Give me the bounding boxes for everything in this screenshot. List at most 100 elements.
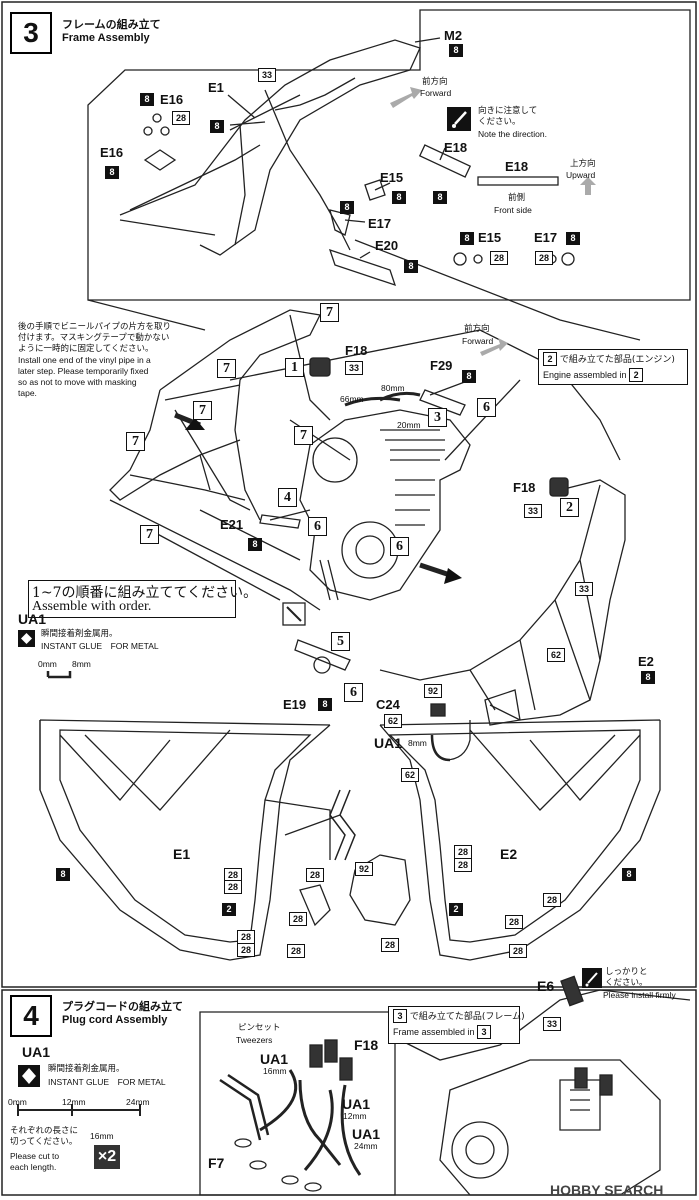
label-e2-side: E2 <box>500 846 518 862</box>
order-number: 6 <box>390 537 409 556</box>
frame-callout-en: Frame assembled in 3 <box>393 1025 492 1039</box>
order-number: 1 <box>285 358 304 377</box>
vinyl-note-jp: 後の手順でビニールパイプの片方を取り 付けます。マスキングテープで動かない よう… <box>18 322 213 355</box>
count-badge: 28 <box>237 943 255 957</box>
engine-callout-en-text: Engine assembled in <box>543 370 627 380</box>
cut-note-en-line: each length. <box>10 1162 57 1172</box>
label-e21: E21 <box>220 517 244 532</box>
scale-16mm: 16mm <box>90 1131 114 1141</box>
label-e6: E6 <box>537 978 555 994</box>
install-en: Please install firmly <box>603 990 676 1000</box>
count-badge: 8 <box>404 260 418 273</box>
engine-callout-jp: 2 で組み立てた部品(エンジン) <box>543 352 675 366</box>
count-badge: 8 <box>248 538 262 551</box>
label-f18: F18 <box>345 343 368 358</box>
glue-en-step4: INSTANT GLUE FOR METAL <box>48 1077 166 1087</box>
ua1-24-len: 24mm <box>354 1141 378 1151</box>
ua1-24-code: UA1 <box>352 1126 381 1142</box>
vinyl-note-en-line: Install one end of the vinyl pipe in a <box>18 355 151 365</box>
vinyl-note-en-line: later step. Please temporarily fixed <box>18 366 149 376</box>
scale-24mm: 24mm <box>126 1097 150 1107</box>
ua1-12-len: 12mm <box>343 1111 367 1121</box>
order-number: 5 <box>331 632 350 651</box>
vinyl-note-en-line: tape. <box>18 388 37 398</box>
order-text-jp: 1~7の順番に組み立ててください。 <box>32 585 258 601</box>
ua1-16-code: UA1 <box>260 1051 289 1067</box>
scale-0mm: 0mm <box>8 1097 27 1107</box>
label-e2: E2 <box>638 654 654 669</box>
label-f29: F29 <box>430 358 453 373</box>
count-badge: 8 <box>462 370 476 383</box>
label-f7: F7 <box>208 1155 225 1171</box>
glue-jp-step4: 瞬間接着剤金属用。 <box>48 1064 125 1074</box>
label-e15: E15 <box>380 170 404 185</box>
label-e17: E17 <box>368 216 392 231</box>
count-badge: 8 <box>392 191 406 204</box>
tweezers-jp: ピンセット <box>238 1023 281 1033</box>
glue-jp: 瞬間接着剤金属用。 <box>41 629 118 639</box>
frame-callout-en-text: Frame assembled in <box>393 1027 475 1037</box>
vinyl-note-jp-line: 後の手順でビニールパイプの片方を取り <box>18 322 172 332</box>
cut-note-en: Please cut to each length. <box>10 1151 59 1173</box>
frame-step-box: 3 <box>477 1025 492 1039</box>
count-badge: 8 <box>622 868 636 881</box>
tweezers-en: Tweezers <box>236 1035 273 1045</box>
forward-jp: 前方向 <box>422 77 448 87</box>
vinyl-note-en: Install one end of the vinyl pipe in a l… <box>18 355 213 399</box>
label-e18: E18 <box>444 140 468 155</box>
count-badge: 8 <box>318 698 332 711</box>
count-badge: 28 <box>535 251 553 265</box>
multiplier-badge: ×2 <box>94 1145 120 1169</box>
order-box <box>28 580 236 618</box>
order-number: 3 <box>428 408 447 427</box>
install-jp: しっかりと <box>605 967 648 977</box>
count-badge: 8 <box>449 44 463 57</box>
scale-8mm: 8mm <box>72 659 91 669</box>
count-badge: 8 <box>433 191 447 204</box>
frame-callout <box>388 1006 520 1044</box>
order-number: 7 <box>320 303 339 322</box>
cut-note-jp-line: 切ってください。 <box>10 1137 78 1147</box>
count-badge: 28 <box>172 111 190 125</box>
vinyl-note-jp-line: 付けます。マスキングテープで動かない <box>18 333 170 343</box>
order-number: 4 <box>278 488 297 507</box>
glue-code: UA1 <box>18 611 47 627</box>
step-3-title-jp: フレームの組み立て <box>62 18 161 31</box>
glue-code-step4: UA1 <box>22 1044 51 1060</box>
note-direction-jp: 向きに注意して <box>478 106 538 116</box>
count-badge: 28 <box>381 938 399 952</box>
label-e1: E1 <box>208 80 224 95</box>
count-badge: 8 <box>641 671 655 684</box>
cut-note-en-line: Please cut to <box>10 1151 60 1161</box>
label-f18-right: F18 <box>513 480 536 495</box>
step-3-title-en: Frame Assembly <box>62 32 150 44</box>
scale-0mm: 0mm <box>38 659 57 669</box>
label-e1-side: E1 <box>173 846 191 862</box>
label-e18-detail: E18 <box>505 159 529 174</box>
count-badge: 28 <box>287 944 305 958</box>
forward2-jp: 前方向 <box>464 324 490 334</box>
frame-callout-jp: 3 で組み立てた部品(フレーム) <box>393 1009 525 1023</box>
order-number: 6 <box>477 398 496 417</box>
engine-callout <box>538 349 688 385</box>
vinyl-note-en-line: so as not to move with masking <box>18 377 137 387</box>
label-m2: M2 <box>444 28 463 43</box>
count-badge: 62 <box>401 768 419 782</box>
ua1-8mm-code: UA1 <box>374 735 403 751</box>
label-e15-detail: E15 <box>478 230 502 245</box>
front-side-en: Front side <box>494 205 532 215</box>
label-e16: E16 <box>100 145 124 160</box>
count-badge: 28 <box>490 251 508 265</box>
count-badge: 2 <box>222 903 236 916</box>
pipe-80: 80mm <box>381 383 405 393</box>
count-badge: 33 <box>575 582 593 596</box>
count-badge: 8 <box>566 232 580 245</box>
pipe-20: 20mm <box>397 420 421 430</box>
count-badge: 8 <box>105 166 119 179</box>
count-badge: 92 <box>355 862 373 876</box>
order-number: 7 <box>126 432 145 451</box>
ua1-12-code: UA1 <box>342 1096 371 1112</box>
upward-en: Upward <box>566 170 596 180</box>
count-badge: 28 <box>306 868 324 882</box>
cut-note-jp: それぞれの長さに 切ってください。 <box>10 1126 78 1148</box>
